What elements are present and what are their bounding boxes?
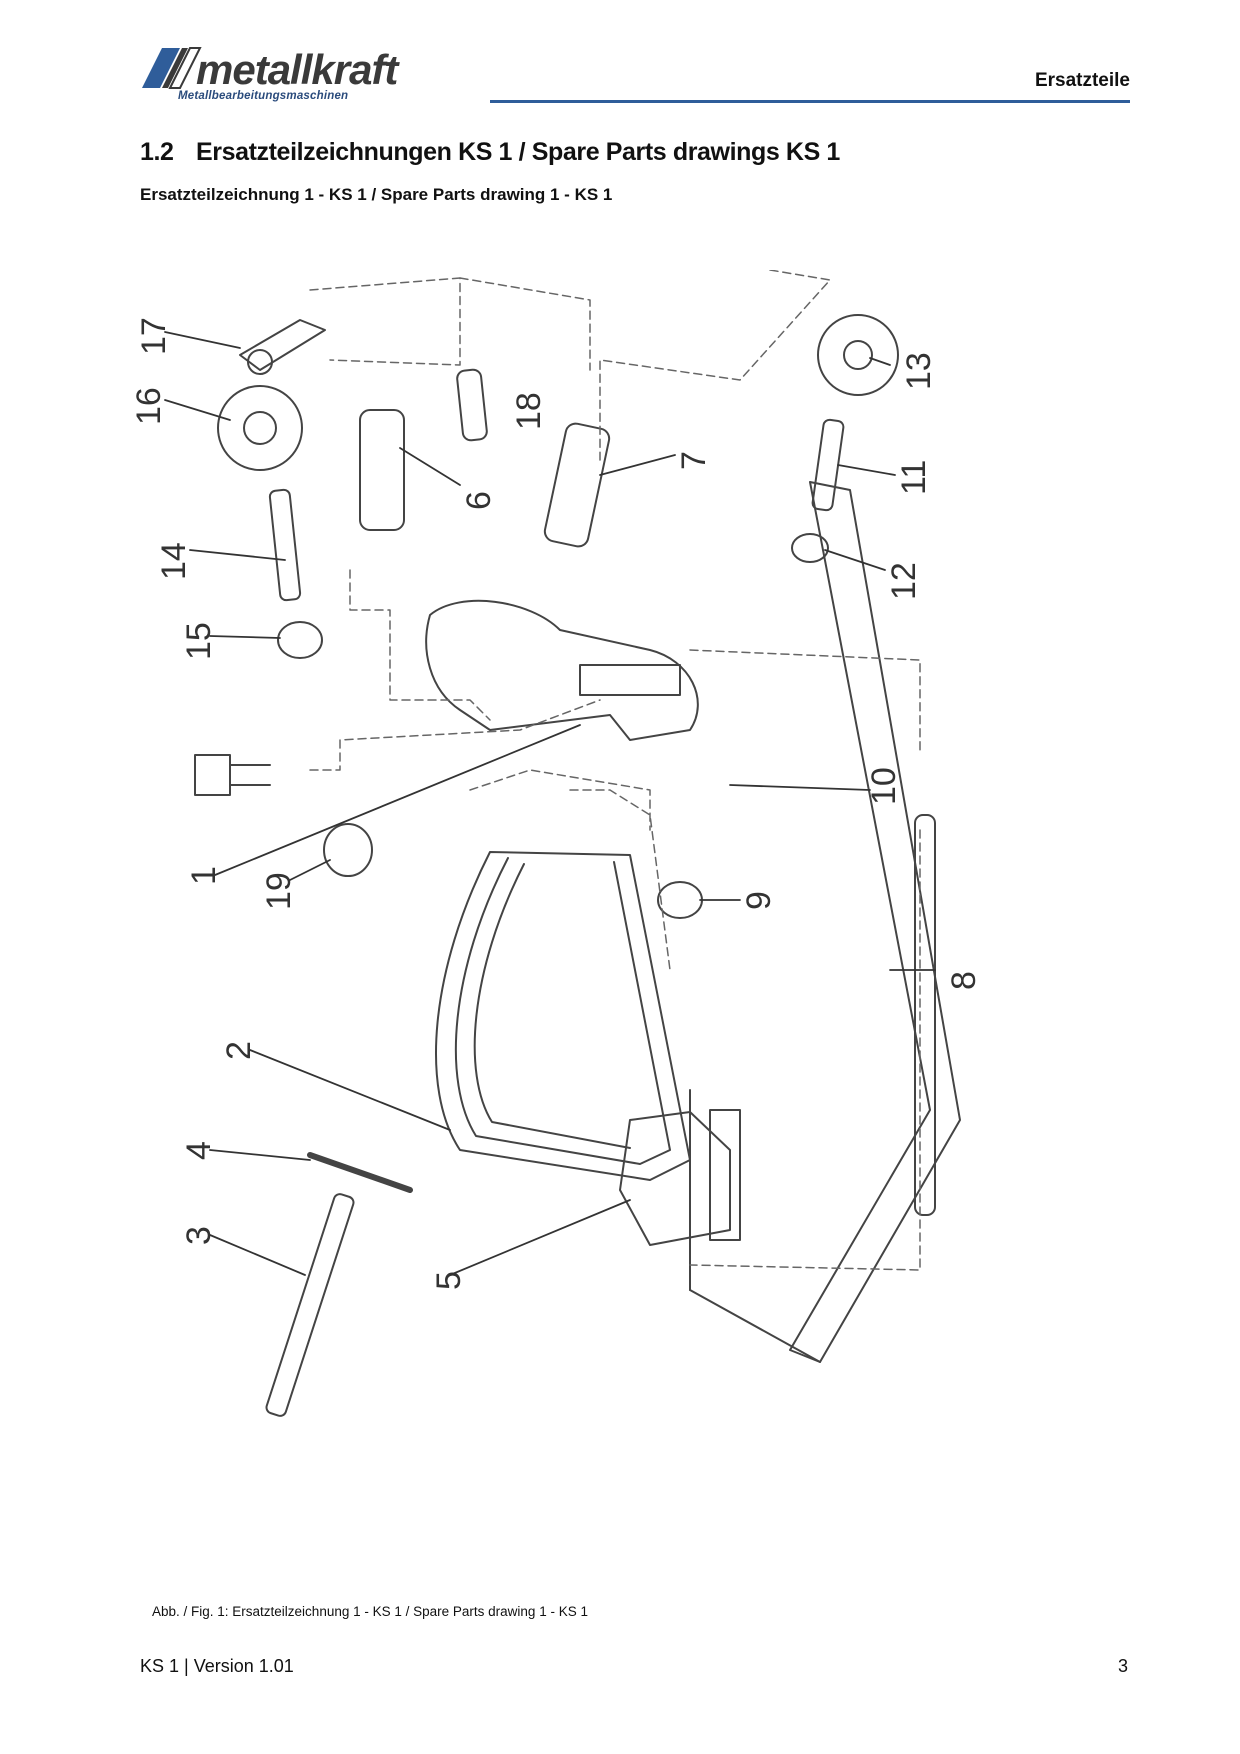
section-heading: 1.2 Ersatzteilzeichnungen KS 1 / Spare Pa… (140, 138, 840, 167)
roller-6 (359, 409, 405, 531)
roller-7 (543, 422, 611, 548)
crank-17 (239, 319, 326, 371)
header-section-title: Ersatzteile (1034, 70, 1130, 91)
part-label-11: 11 (895, 460, 933, 495)
part-label-13: 13 (900, 352, 938, 390)
part-label-12: 12 (885, 562, 923, 600)
page-header: metallkraft Metallbearbeitungsmaschinen … (140, 44, 1130, 104)
frame (435, 851, 691, 1181)
drawing-svg: 1 2 3 4 5 6 7 8 9 10 11 12 13 14 15 16 1… (130, 269, 983, 1417)
part-label-4: 4 (180, 1141, 218, 1160)
header-rule (490, 100, 1130, 103)
figure-caption: Abb. / Fig. 1: Ersatzteilzeichnung 1 - K… (152, 1604, 588, 1619)
part-label-1: 1 (185, 866, 223, 885)
section-number: 1.2 (140, 138, 174, 166)
part-label-14: 14 (155, 542, 193, 580)
logo-graphic: metallkraft (142, 46, 401, 93)
part-label-6: 6 (460, 491, 498, 510)
part-label-18: 18 (510, 392, 548, 430)
clamp-head (425, 599, 699, 741)
knob-19 (323, 823, 373, 877)
part-label-7: 7 (675, 451, 713, 470)
part-label-9: 9 (740, 891, 778, 910)
knob-9 (657, 881, 703, 919)
handle-18 (456, 368, 488, 442)
knob-12 (791, 533, 829, 563)
part-label-2: 2 (220, 1041, 258, 1060)
logo-tagline: Metallbearbeitungsmaschinen (178, 90, 349, 102)
metallkraft-logo: metallkraft Metallbearbeitungsmaschinen (140, 44, 460, 106)
section-title-de: Ersatzteilzeichnungen KS 1 (196, 138, 513, 166)
gear-16 (217, 385, 303, 471)
drawing-subheading: Ersatzteilzeichnung 1 - KS 1 / Spare Par… (140, 185, 613, 204)
page-number: 3 (1117, 1656, 1128, 1676)
logo-wordmark: metallkraft (196, 46, 400, 93)
part-label-16: 16 (130, 387, 168, 425)
section-title-separator: / (518, 138, 526, 166)
knob-15 (277, 621, 323, 659)
gear-13 (817, 314, 899, 396)
spare-parts-drawing: 1 2 3 4 5 6 7 8 9 10 11 12 13 14 15 16 1… (130, 269, 1120, 1590)
footer-version: KS 1 | Version 1.01 (140, 1656, 294, 1676)
part-label-17: 17 (135, 317, 173, 355)
part-label-15: 15 (180, 622, 218, 660)
part-label-10: 10 (865, 767, 903, 805)
rod-3 (265, 1193, 355, 1417)
shaft-14 (268, 488, 302, 602)
shaft-11 (811, 418, 845, 512)
gauge-block (619, 1111, 731, 1246)
part-labels: 1 2 3 4 5 6 7 8 9 10 11 12 13 14 15 16 1… (130, 317, 983, 1290)
part-label-19: 19 (260, 872, 298, 910)
section-title-en: Spare Parts drawings KS 1 (531, 138, 841, 166)
part-label-8: 8 (945, 971, 983, 990)
shaft-8 (914, 814, 936, 1216)
part-label-5: 5 (430, 1271, 468, 1290)
part-label-3: 3 (180, 1226, 218, 1245)
